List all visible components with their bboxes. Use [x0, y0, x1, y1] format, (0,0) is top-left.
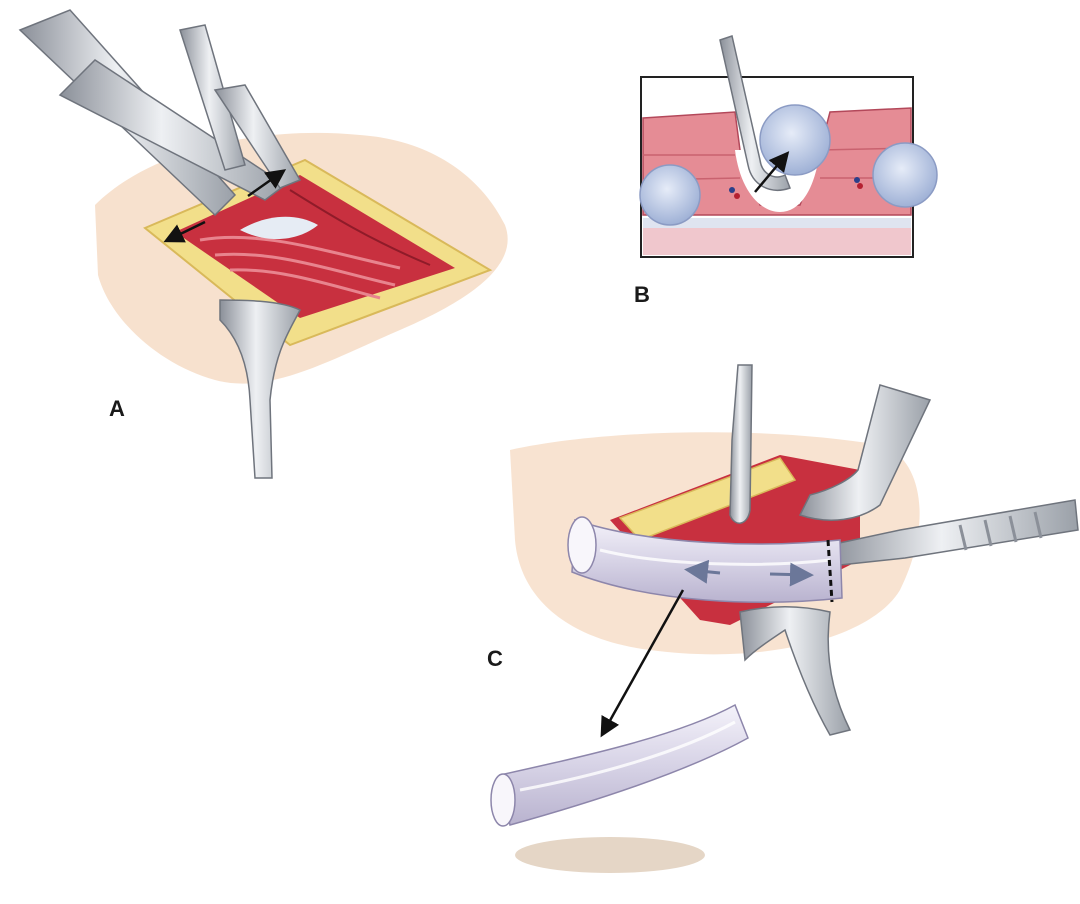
panel-b-inset: [639, 35, 938, 258]
panel-c-forceps-top: [729, 364, 753, 524]
panel-a-illustration: [18, 9, 508, 479]
panel-b-tendon-right: [872, 142, 938, 208]
panel-a-label: A: [109, 396, 125, 421]
panel-b-instrument: [719, 35, 791, 191]
panel-a-spread-arrow-lower: [163, 220, 206, 243]
panel-a-forceps-right: [179, 24, 246, 171]
panel-b-arrow: [754, 151, 790, 193]
panel-a-spread-arrow-upper: [247, 169, 287, 198]
panel-c-label: C: [487, 646, 503, 671]
panel-c-cut-line: [826, 539, 834, 603]
panel-c-illustration: [490, 364, 1079, 873]
panel-c-retractor: [798, 384, 932, 521]
panel-b-tendon-left: [639, 164, 701, 226]
panel-b-tendon-center: [759, 104, 831, 176]
panel-b-label: B: [634, 282, 650, 307]
panel-a-retractor: [219, 299, 302, 479]
panel-c-removal-arrow: [600, 589, 685, 738]
